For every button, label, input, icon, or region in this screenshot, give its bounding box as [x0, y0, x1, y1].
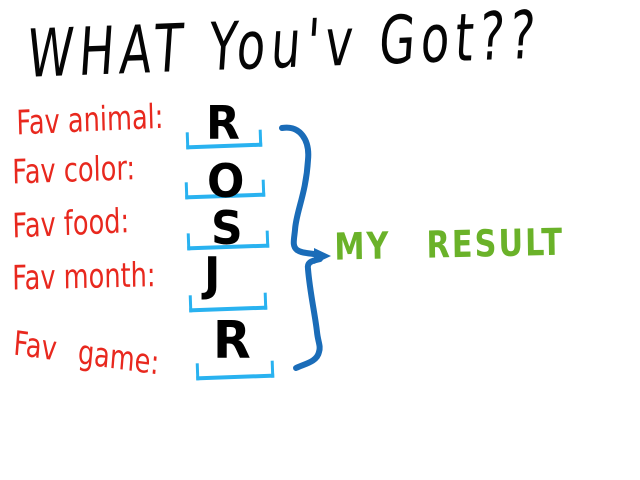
favorite-label-color: Fav color: — [11, 149, 136, 193]
result-label: MY RESULT — [334, 221, 565, 270]
favorite-label-month: Fav month: — [11, 256, 156, 299]
answer-letter-animal: R — [206, 96, 240, 151]
page-title: WHAT You'v Got?? — [24, 0, 544, 94]
answer-box-month — [188, 292, 268, 313]
curly-brace-icon — [279, 124, 331, 371]
answer-letter-food: S — [211, 201, 243, 256]
favorite-label-game: Fav game: — [12, 324, 161, 384]
favorite-label-animal: Fav animal: — [15, 97, 164, 144]
answer-letter-month: J — [204, 247, 221, 302]
arrow-tip-icon — [314, 248, 331, 264]
answer-letter-game: R — [213, 310, 251, 371]
answer-letter-color: O — [207, 154, 245, 209]
favorite-label-food: Fav food: — [11, 202, 130, 247]
